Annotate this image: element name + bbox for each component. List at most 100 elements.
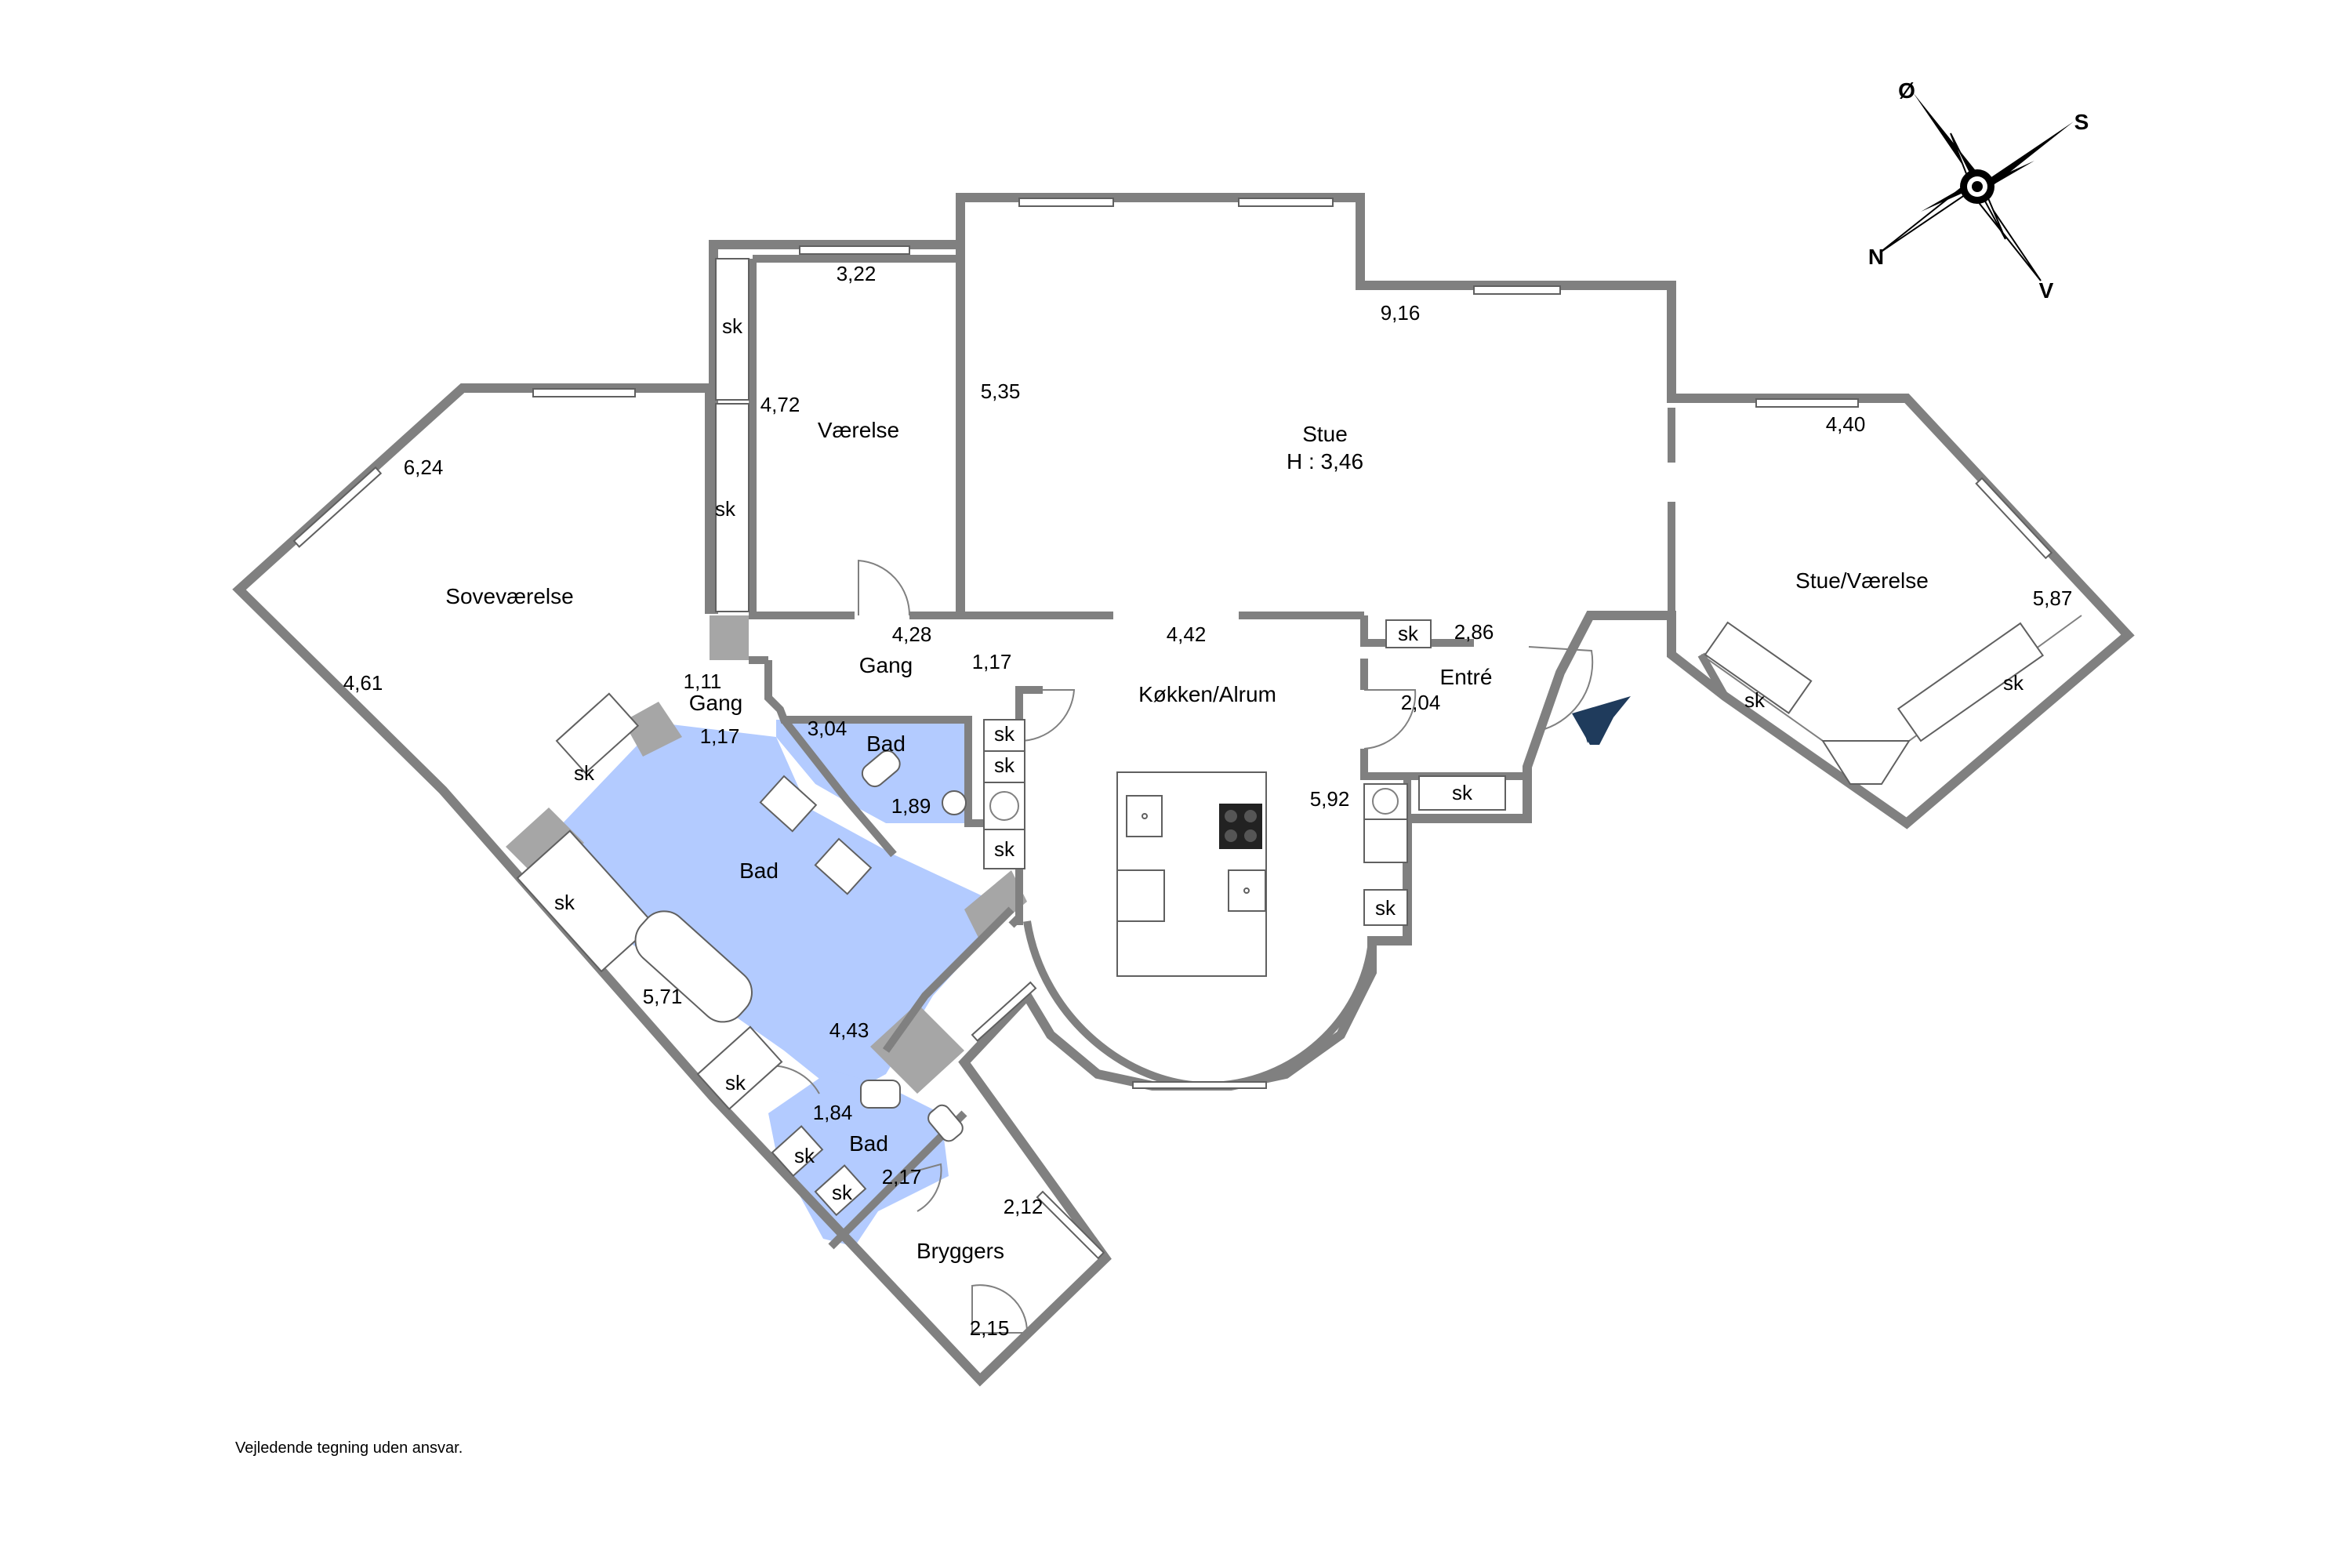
closet-label: sk bbox=[1744, 688, 1766, 712]
dim-bad-lower-height: 2,17 bbox=[882, 1165, 922, 1189]
cooktop-burner bbox=[1244, 810, 1257, 822]
room-label-bad-lower: Bad bbox=[849, 1131, 888, 1156]
closet-label: sk bbox=[994, 753, 1015, 777]
island-stool-area bbox=[1116, 869, 1165, 922]
compass-needle bbox=[1977, 122, 2074, 193]
compass-south: S bbox=[2074, 110, 2089, 134]
room-label-gang-small: Gang bbox=[689, 691, 743, 715]
dim-sove-top: 6,24 bbox=[404, 456, 444, 479]
wall-block bbox=[964, 870, 1027, 941]
door-swing bbox=[971, 1284, 1029, 1334]
closet-label: sk bbox=[994, 722, 1015, 746]
cooktop-icon bbox=[1219, 804, 1262, 849]
door-swing bbox=[858, 559, 911, 616]
wall-block bbox=[506, 808, 584, 882]
window bbox=[1238, 198, 1334, 207]
interior-wall bbox=[882, 906, 1014, 1053]
room-label-entre: Entré bbox=[1440, 665, 1493, 689]
dim-sove-left: 4,61 bbox=[343, 671, 383, 695]
room-label-vaerelse: Værelse bbox=[818, 418, 899, 442]
washbasin-icon bbox=[942, 790, 967, 815]
dim-bad-small-width: 3,04 bbox=[808, 717, 848, 740]
wall-block bbox=[710, 615, 749, 660]
sink-icon bbox=[860, 1080, 901, 1109]
closet bbox=[1385, 619, 1432, 648]
dim-stue-width: 9,16 bbox=[1381, 301, 1421, 325]
interior-wall bbox=[781, 717, 897, 858]
interior-wall bbox=[828, 1110, 967, 1250]
dim-vaerelse-width: 3,22 bbox=[837, 262, 877, 285]
dim-bad-large-height: 4,43 bbox=[829, 1018, 869, 1042]
closet bbox=[555, 692, 640, 775]
cabinet bbox=[1363, 818, 1408, 863]
dim-koekken-width: 4,42 bbox=[1167, 622, 1207, 646]
dim-vaerelse-height: 4,72 bbox=[760, 393, 800, 416]
door-swing bbox=[1363, 689, 1417, 750]
closet bbox=[715, 403, 750, 612]
dim-entre-height: 2,04 bbox=[1401, 691, 1441, 714]
fan-icon bbox=[989, 791, 1019, 821]
room-label-stue: Stue bbox=[1302, 422, 1348, 446]
closet-label: sk bbox=[794, 1144, 815, 1167]
closet-label: sk bbox=[725, 1071, 746, 1094]
toilet-icon bbox=[861, 750, 901, 788]
closet bbox=[696, 1025, 783, 1111]
closet bbox=[1704, 621, 1813, 714]
room-label-bryggers: Bryggers bbox=[916, 1239, 1004, 1263]
door-swing bbox=[897, 1163, 942, 1212]
window bbox=[1473, 285, 1561, 295]
room-label-bad-small: Bad bbox=[866, 731, 906, 756]
room-label-gang: Gang bbox=[859, 653, 913, 677]
wall-block bbox=[623, 702, 682, 757]
entrance-door-swing bbox=[1528, 646, 1594, 730]
dim-koekken-height: 5,92 bbox=[1310, 787, 1350, 811]
dim-bryggers-height: 2,15 bbox=[970, 1316, 1010, 1340]
dim-bad-small-height: 1,89 bbox=[891, 794, 931, 818]
closet-label: sk bbox=[2003, 671, 2024, 695]
room-label-bad-large: Bad bbox=[739, 858, 779, 883]
toilet-icon bbox=[927, 1104, 964, 1142]
window bbox=[1018, 198, 1114, 207]
closet bbox=[516, 829, 655, 973]
closet-label: sk bbox=[1452, 781, 1473, 804]
bathtub-icon bbox=[634, 910, 753, 1023]
dim-gang2-width: 1,11 bbox=[684, 670, 722, 693]
window bbox=[292, 466, 383, 548]
closet-label: sk bbox=[554, 891, 575, 914]
dim-stue-vaerelse-width: 4,40 bbox=[1826, 412, 1866, 436]
door-swing bbox=[1018, 689, 1076, 742]
compass-east: Ø bbox=[1898, 78, 1915, 103]
window bbox=[799, 245, 910, 255]
closet-label: sk bbox=[994, 837, 1015, 861]
compass-rose: Ø S N V bbox=[1868, 78, 2089, 303]
interior-wall bbox=[1697, 652, 1729, 699]
closet bbox=[983, 719, 1025, 752]
closet-label: sk bbox=[715, 497, 736, 521]
dim-bryggers-width: 2,12 bbox=[1004, 1195, 1044, 1218]
outer-wall bbox=[232, 193, 2135, 1387]
compass-west: V bbox=[2039, 278, 2054, 303]
entrance-arrow-icon bbox=[1572, 696, 1631, 745]
closet bbox=[1363, 889, 1408, 926]
wall-block bbox=[870, 1004, 964, 1094]
bathroom-large-floor bbox=[525, 723, 1011, 1098]
dim-gang2-height: 1,17 bbox=[700, 724, 740, 748]
closet bbox=[715, 258, 750, 401]
room-label-koekken: Køkken/Alrum bbox=[1138, 682, 1276, 706]
closet-label: sk bbox=[1398, 622, 1419, 645]
stue-height-label: H : 3,46 bbox=[1287, 449, 1363, 474]
dim-bad-large-width: 5,71 bbox=[643, 985, 683, 1008]
closet-label: sk bbox=[832, 1181, 853, 1204]
window bbox=[971, 981, 1037, 1042]
dim-entre-width: 2,86 bbox=[1454, 620, 1494, 644]
closet bbox=[771, 1125, 824, 1178]
window bbox=[1755, 398, 1859, 408]
dim-bad-lower-width: 1,84 bbox=[813, 1101, 853, 1124]
fan-icon bbox=[1372, 788, 1399, 815]
cooktop-burner bbox=[1244, 829, 1257, 842]
island-sink-drain bbox=[1142, 813, 1148, 819]
interior-wall bbox=[1360, 749, 1527, 780]
room-label-sovevaerelse: Soveværelse bbox=[445, 584, 573, 608]
window bbox=[532, 388, 636, 397]
